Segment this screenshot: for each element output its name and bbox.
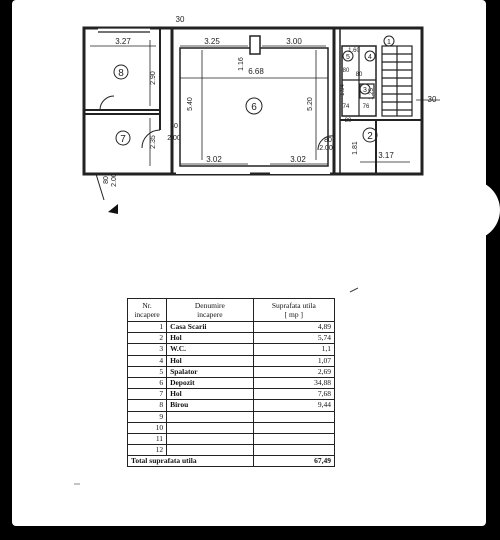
row-number: 2 bbox=[126, 332, 168, 345]
room-4-number: 4 bbox=[368, 54, 372, 61]
dim-label: 30 bbox=[428, 95, 437, 104]
row-number: 5 bbox=[126, 365, 168, 378]
table-row: 10 bbox=[126, 421, 336, 434]
row-number: 8 bbox=[126, 399, 168, 412]
header-area: Suprafata utila [ mp ] bbox=[252, 298, 336, 322]
dim-label: 1.60 bbox=[348, 48, 360, 54]
row-name: Hol bbox=[166, 332, 254, 345]
dim-label: 3.17 bbox=[378, 151, 394, 160]
row-number: 4 bbox=[126, 354, 168, 367]
row-name: Casa Scarii bbox=[166, 320, 254, 334]
row-number: 11 bbox=[126, 432, 168, 446]
row-number: 6 bbox=[126, 376, 168, 390]
total-value: 67,49 bbox=[252, 455, 336, 468]
row-name: Spalator bbox=[166, 365, 254, 378]
row-area bbox=[252, 432, 336, 446]
table-row: 11 bbox=[126, 432, 336, 446]
row-name: Depozit bbox=[166, 376, 254, 390]
row-name: Hol bbox=[166, 354, 254, 367]
dim-label: 80 bbox=[356, 72, 363, 78]
dim-label: 80 bbox=[343, 68, 350, 74]
table-header-row: Nr. incapere Denumire incapere Suprafata… bbox=[126, 298, 336, 322]
entrance-arrow-icon bbox=[108, 204, 118, 214]
dim-label: 3.27 bbox=[115, 37, 131, 46]
row-name bbox=[166, 432, 254, 446]
dim-label: 2.00 bbox=[167, 135, 181, 142]
dim-label: 1.94 bbox=[340, 84, 346, 96]
dim-label: 2.00 bbox=[111, 173, 118, 187]
room-8-number: 8 bbox=[118, 68, 124, 79]
dim-label: 1.81 bbox=[352, 141, 359, 155]
row-area bbox=[252, 421, 336, 434]
dim-label: 5.40 bbox=[187, 97, 194, 111]
row-area: 1,1 bbox=[252, 343, 336, 356]
row-name bbox=[166, 410, 254, 423]
row-area: 9,44 bbox=[252, 399, 336, 412]
dim-label: 5.20 bbox=[307, 97, 314, 111]
row-number: 9 bbox=[126, 410, 168, 423]
row-name: Hol bbox=[166, 388, 254, 401]
dim-label: 6.68 bbox=[248, 67, 264, 76]
area-table: Nr. incapere Denumire incapere Suprafata… bbox=[126, 298, 336, 468]
row-area: 5,74 bbox=[252, 332, 336, 345]
row-area: 4,89 bbox=[252, 320, 336, 334]
total-row: Total suprafata utila 67,49 bbox=[127, 455, 336, 468]
row-area: 7,68 bbox=[252, 388, 336, 401]
dim-label: 1.25 bbox=[369, 88, 375, 100]
row-area: 34,88 bbox=[252, 376, 336, 390]
row-area: 2,69 bbox=[252, 365, 336, 378]
room-5-number: 5 bbox=[346, 54, 350, 61]
dim-label: 80 bbox=[170, 123, 178, 130]
floor-plan: 8 7 6 2 3 4 5 1 3.27 3.25 3.00 6.68 3.02… bbox=[82, 15, 440, 214]
header-name: Denumire incapere bbox=[166, 298, 254, 322]
row-number: 1 bbox=[126, 320, 168, 334]
row-name bbox=[166, 421, 254, 434]
dim-label: 2.90 bbox=[150, 71, 157, 85]
table-row: 9 bbox=[126, 410, 336, 423]
dim-label: 2.35 bbox=[150, 135, 157, 149]
room-1-number: 1 bbox=[387, 39, 391, 46]
room-2-number: 2 bbox=[367, 131, 373, 142]
row-name: W.C. bbox=[166, 343, 254, 356]
dim-label: 80 bbox=[103, 176, 110, 184]
row-number: 3 bbox=[126, 343, 168, 356]
row-area bbox=[252, 444, 336, 457]
row-area: 1,07 bbox=[252, 354, 336, 367]
dim-label: 76 bbox=[363, 104, 370, 110]
header-nr: Nr. incapere bbox=[126, 298, 168, 322]
total-label: Total suprafata utila bbox=[127, 455, 254, 468]
table-row: 12 bbox=[126, 444, 336, 457]
dim-label: 2.00 bbox=[319, 145, 333, 152]
row-area bbox=[252, 410, 336, 423]
dim-label: 1.16 bbox=[238, 57, 245, 71]
row-number: 12 bbox=[126, 444, 168, 457]
room-6-number: 6 bbox=[251, 102, 257, 113]
dim-label: 30 bbox=[176, 15, 185, 24]
row-number: 10 bbox=[126, 421, 168, 434]
dim-label: 80 bbox=[345, 118, 352, 124]
dim-label: 74 bbox=[343, 104, 350, 110]
outer-wall bbox=[82, 26, 424, 176]
room-3-number: 3 bbox=[363, 87, 367, 94]
dim-label: 3.25 bbox=[204, 37, 220, 46]
dim-label: 80 bbox=[324, 137, 332, 144]
dim-label: 3.02 bbox=[290, 155, 306, 164]
row-number: 7 bbox=[126, 388, 168, 401]
room-7-number: 7 bbox=[120, 134, 126, 145]
dim-label: 3.02 bbox=[206, 155, 222, 164]
row-name: Birou bbox=[166, 399, 254, 412]
dim-label: 3.00 bbox=[286, 37, 302, 46]
row-name bbox=[166, 444, 254, 457]
